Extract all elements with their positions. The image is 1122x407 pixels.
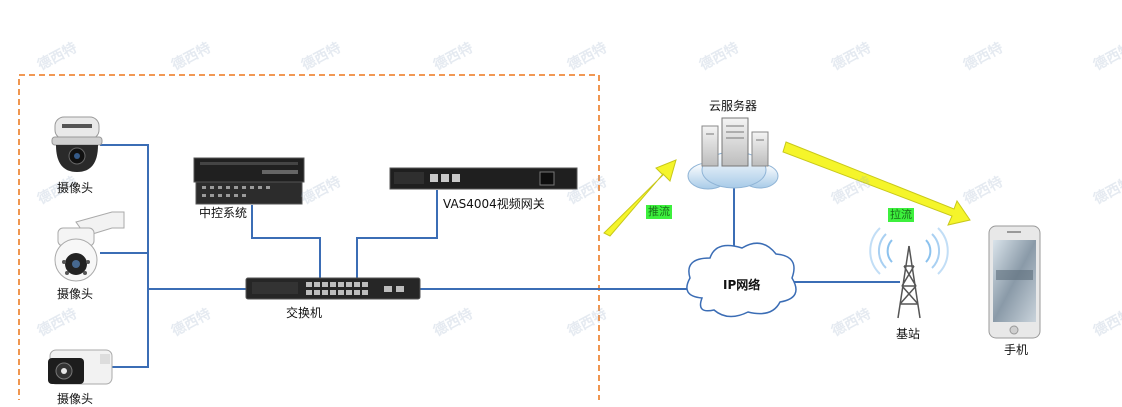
switch-icon — [245, 277, 421, 300]
camera-1-icon — [51, 116, 103, 172]
push-flow-tag: 推流 — [646, 205, 672, 219]
ip-network-cloud-icon — [686, 242, 797, 318]
link-control-to-switch — [251, 205, 321, 278]
camera-3-label: 摄像头 — [57, 392, 94, 406]
base-station-icon — [869, 227, 949, 319]
gateway-label: VAS4004视频网关 — [443, 197, 545, 211]
camera-3-icon — [48, 349, 113, 385]
gateway-icon — [389, 167, 578, 190]
camera-2-label: 摄像头 — [57, 287, 94, 301]
link-camera-1 — [100, 144, 149, 368]
ip-network-label: IP网络 — [723, 278, 761, 292]
central-control-icon — [193, 157, 305, 205]
lan-boundary — [18, 74, 600, 400]
cloud-server-icon — [687, 117, 779, 190]
cloud-server-label: 云服务器 — [709, 99, 758, 113]
link-gateway-to-switch — [356, 190, 438, 278]
pull-flow-tag: 拉流 — [888, 208, 914, 222]
phone-label: 手机 — [1004, 343, 1029, 357]
camera-2-icon — [54, 211, 125, 282]
camera-1-label: 摄像头 — [57, 181, 94, 195]
central-control-label: 中控系统 — [199, 206, 248, 220]
phone-icon — [988, 225, 1041, 339]
base-station-label: 基站 — [896, 327, 921, 341]
push-flow-arrow — [603, 159, 677, 237]
switch-label: 交换机 — [286, 306, 323, 320]
pull-flow-arrow — [782, 141, 971, 226]
link-lines — [100, 144, 900, 368]
